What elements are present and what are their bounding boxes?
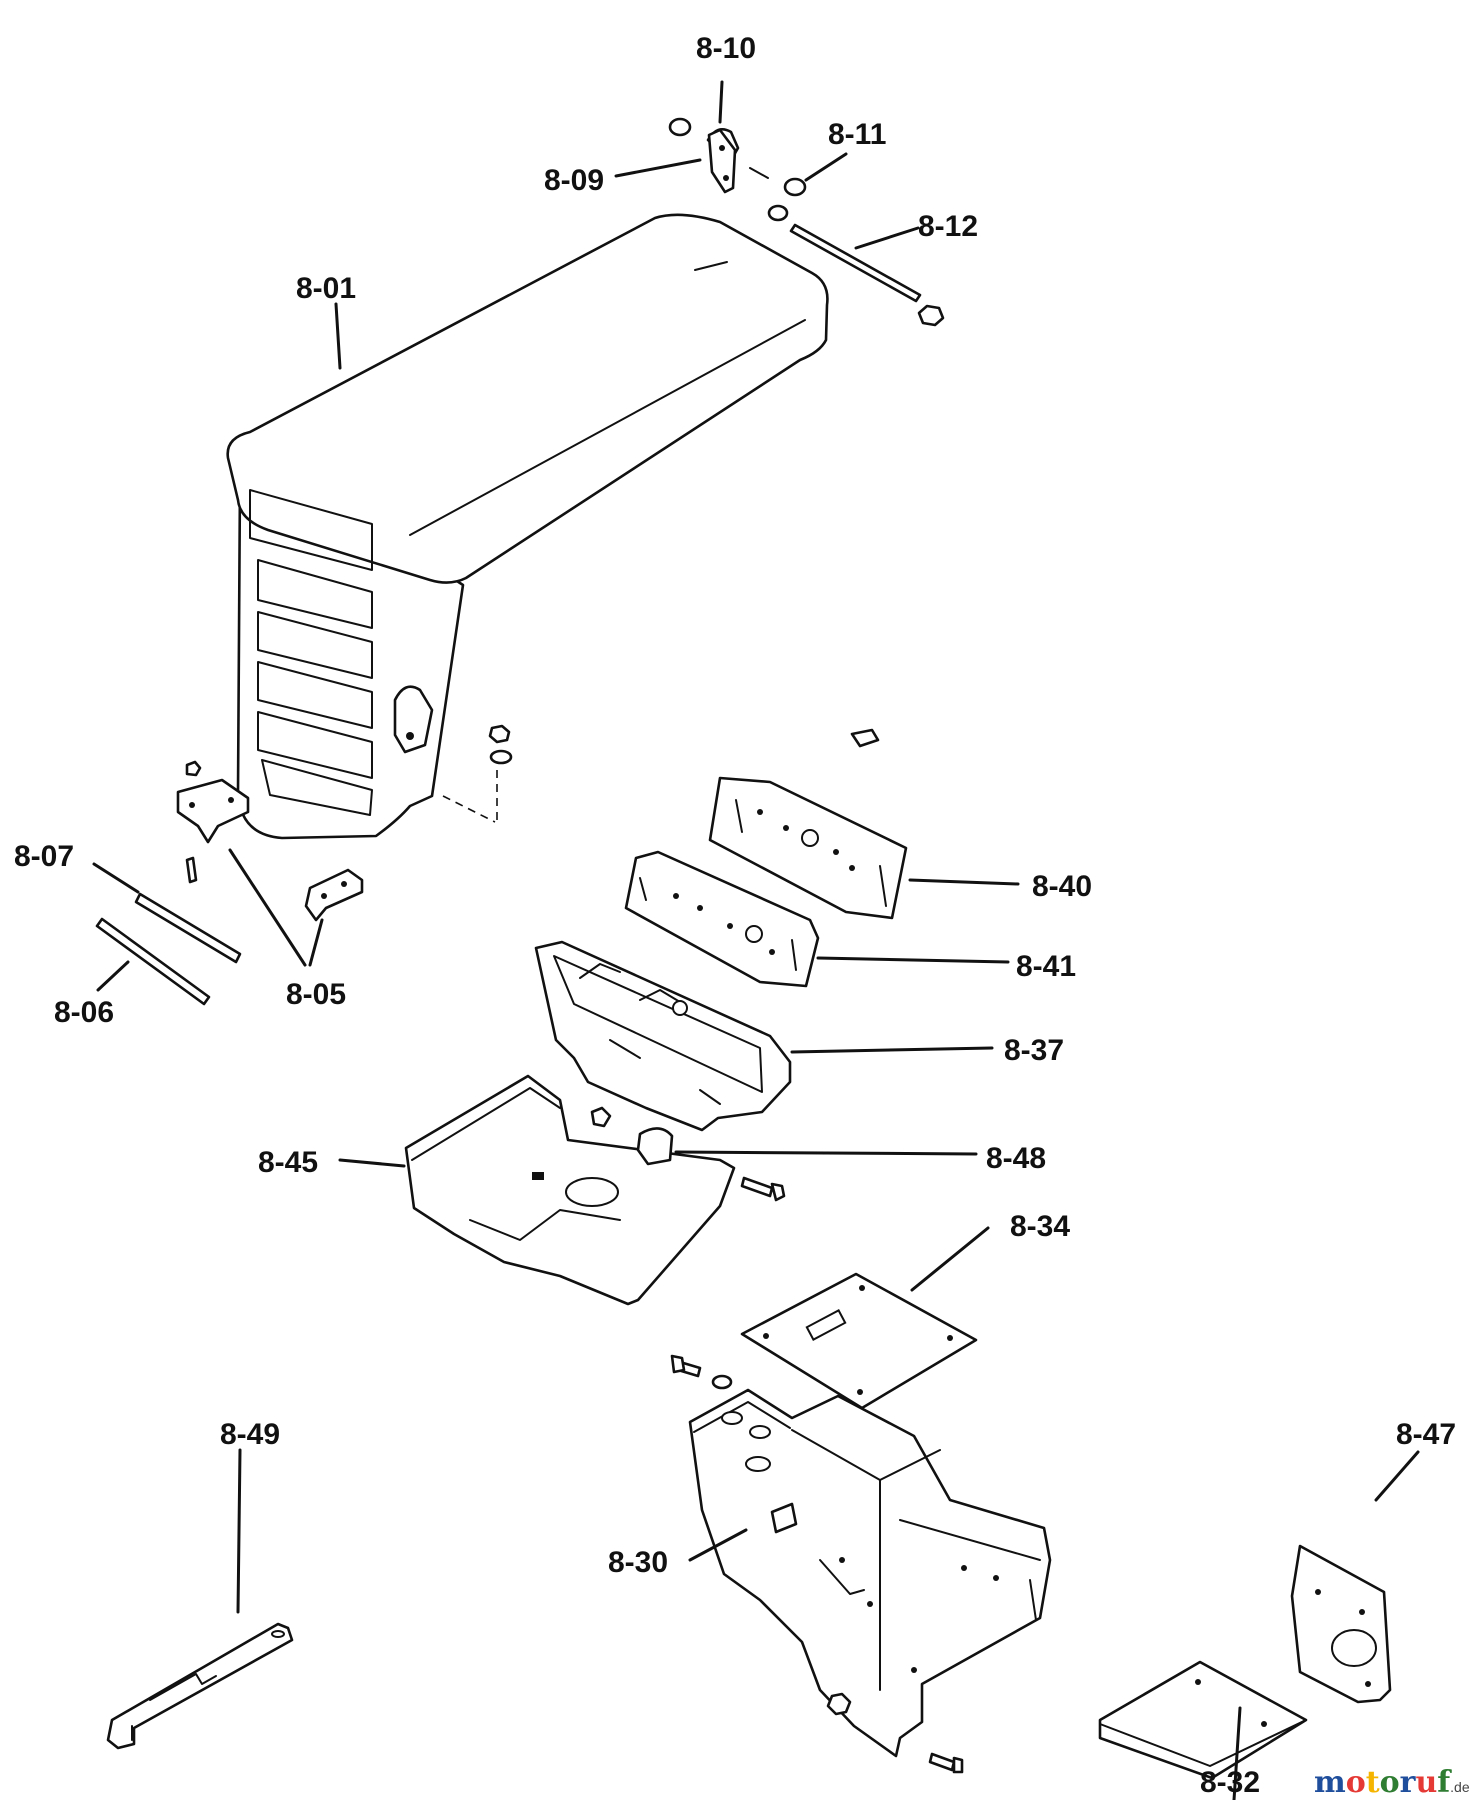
- callout-8-07: 8-07: [14, 840, 74, 873]
- screw: [185, 856, 198, 884]
- main-bracket-8-30: [670, 1354, 1052, 1774]
- leader-8-06: [96, 960, 130, 992]
- bolt-head: [952, 1756, 964, 1774]
- bolt: [928, 1752, 956, 1772]
- bracket-8-47: [1290, 1544, 1392, 1704]
- part-8-05-bracket-b: [304, 868, 364, 922]
- leader-8-10: [718, 80, 724, 124]
- hood-top-slot: [694, 261, 728, 271]
- bracket-clip: [770, 1502, 798, 1534]
- hood-mount-dashed-line: [442, 795, 496, 823]
- hood-side-latch: [393, 685, 434, 754]
- pin: [749, 167, 769, 179]
- part-8-06-rod: [95, 917, 211, 1006]
- plate-8-32-body: [1098, 1660, 1308, 1780]
- leader-8-32: [1232, 1706, 1242, 1800]
- leader-8-11: [804, 152, 848, 182]
- callout-8-37: 8-37: [1004, 1034, 1064, 1067]
- callout-8-11: 8-11: [828, 118, 886, 151]
- leader-lines: [92, 80, 1420, 1800]
- hood-top-edge: [409, 319, 806, 536]
- bracket-8-47-hole: [1331, 1629, 1377, 1667]
- bracket-8-49: [106, 1622, 294, 1750]
- leader-8-01: [334, 302, 342, 370]
- leader-8-48: [674, 1150, 978, 1156]
- callout-8-09: 8-09: [544, 164, 604, 197]
- hood-mount-hardware: [95, 760, 364, 1006]
- bracket-8-47-body: [1290, 1544, 1392, 1704]
- nut: [917, 304, 945, 327]
- callout-8-10: 8-10: [696, 32, 756, 65]
- bolt: [740, 1176, 774, 1198]
- leader-8-49: [236, 1448, 242, 1614]
- callout-8-12: 8-12: [918, 210, 978, 243]
- leader-8-12: [854, 226, 920, 250]
- bracket-body: [688, 1388, 1052, 1758]
- screw: [850, 728, 880, 748]
- grille-slats: [249, 489, 373, 816]
- callout-8-05: 8-05: [286, 978, 346, 1011]
- leader-8-05-b: [308, 918, 324, 967]
- washer: [489, 749, 513, 765]
- callout-8-49: 8-49: [220, 1418, 280, 1451]
- leader-8-47: [1374, 1450, 1420, 1502]
- hood-top-panel: [226, 213, 829, 584]
- plate-8-34-body: [740, 1272, 978, 1410]
- washer: [711, 1374, 733, 1390]
- bolt-head: [670, 1354, 686, 1374]
- lower-frame-8-45: [404, 1074, 786, 1306]
- frame-center-hole: [565, 1177, 619, 1207]
- callout-8-48: 8-48: [986, 1142, 1046, 1175]
- callout-labels: 8-10 8-09 8-11 8-12 8-01 8-07 8-06 8-05 …: [14, 32, 1456, 1799]
- part-8-11-bushing: [783, 177, 807, 197]
- leader-8-34: [910, 1226, 990, 1292]
- plate-8-34: [740, 1272, 978, 1410]
- housing-body: [534, 940, 792, 1132]
- bolt-head: [770, 1182, 786, 1202]
- washer: [668, 117, 692, 137]
- leader-8-45: [338, 1158, 406, 1168]
- bracket-8-49-body: [106, 1622, 294, 1750]
- part-8-07-rod: [134, 892, 242, 964]
- callout-8-32: 8-32: [1200, 1766, 1260, 1799]
- nut: [488, 724, 511, 744]
- front-housing-8-37: [534, 940, 792, 1132]
- leader-8-09: [614, 158, 702, 178]
- leader-8-05-a: [228, 848, 307, 967]
- callout-8-06: 8-06: [54, 996, 114, 1029]
- leader-8-37: [790, 1046, 994, 1054]
- callout-8-47: 8-47: [1396, 1418, 1456, 1451]
- hood-8-01: [226, 213, 829, 840]
- part-8-12-rod: [789, 223, 922, 303]
- callout-8-34: 8-34: [1010, 1210, 1070, 1243]
- hinge-hardware: [668, 117, 945, 327]
- callout-8-30: 8-30: [608, 1546, 668, 1579]
- callout-8-45: 8-45: [258, 1146, 318, 1179]
- leader-8-30: [688, 1528, 748, 1562]
- part-8-48-bushing: [636, 1127, 674, 1166]
- callout-8-40: 8-40: [1032, 870, 1092, 903]
- watermark-logo: motoruf.de: [1314, 1765, 1470, 1800]
- plate-8-32: [1098, 1660, 1308, 1780]
- part-8-05-bracket-a: [176, 778, 250, 844]
- nut: [826, 1692, 852, 1716]
- leader-8-40: [908, 878, 1020, 886]
- leader-8-07: [92, 862, 140, 894]
- nut: [590, 1106, 612, 1128]
- callout-8-41: 8-41: [1016, 950, 1076, 983]
- nut: [185, 760, 202, 777]
- callout-8-01: 8-01: [296, 272, 356, 305]
- washer: [767, 204, 789, 222]
- leader-8-41: [816, 956, 1010, 964]
- front-plates: [624, 728, 908, 988]
